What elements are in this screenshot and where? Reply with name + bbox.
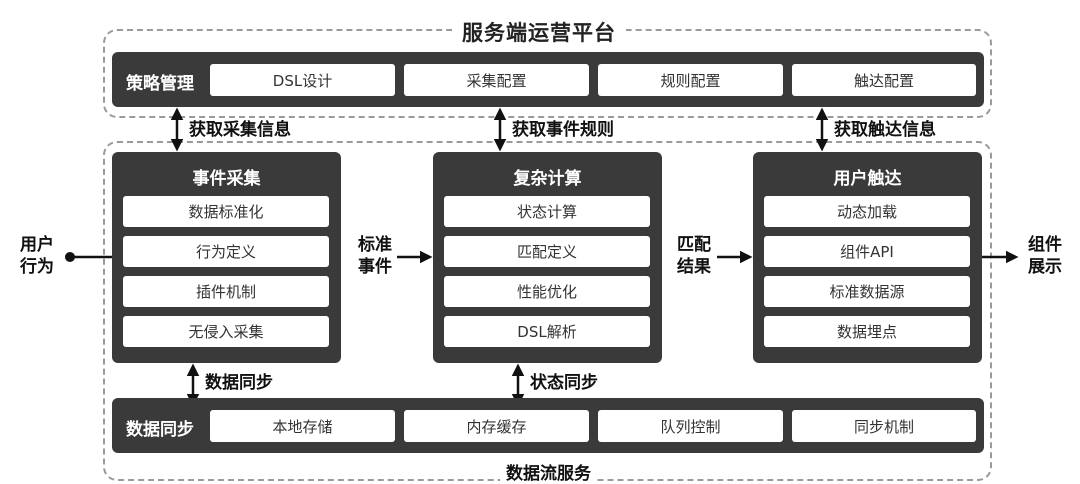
sync-item-sync-mechanism: 同步机制: [792, 410, 976, 442]
panel-item: DSL解析: [444, 316, 650, 347]
label-match-result: 匹配 结果: [677, 235, 711, 277]
panel-item: 插件机制: [123, 276, 329, 307]
panel-event-collection: 事件采集 数据标准化 行为定义 插件机制 无侵入采集: [112, 152, 341, 363]
strategy-item-reach-config: 触达配置: [792, 64, 976, 96]
strategy-item-dsl-design: DSL设计: [210, 64, 395, 96]
panel-title: 用户触达: [833, 169, 902, 189]
platform-title: 服务端运营平台: [452, 17, 626, 47]
strategy-bar: 策略管理 DSL设计 采集配置 规则配置 触达配置: [112, 52, 984, 107]
panel-item: 性能优化: [444, 276, 650, 307]
panel-item: 标准数据源: [764, 276, 970, 307]
sync-bar-label: 数据同步: [126, 420, 194, 440]
label-user-behavior: 用户 行为: [20, 235, 54, 277]
connector-lines: [65, 107, 1019, 407]
panel-item: 数据标准化: [123, 196, 329, 227]
panel-title: 复杂计算: [513, 169, 582, 189]
label-standard-event: 标准 事件: [358, 235, 392, 277]
panel-item: 行为定义: [123, 236, 329, 267]
panel-complex-computation: 复杂计算 状态计算 匹配定义 性能优化 DSL解析: [433, 152, 662, 363]
bottom-cut-label: 数据流服务: [500, 459, 597, 484]
sync-bar: 数据同步 本地存储 内存缓存 队列控制 同步机制: [112, 398, 984, 453]
strategy-bar-label: 策略管理: [126, 74, 194, 94]
strategy-item-collect-config: 采集配置: [404, 64, 589, 96]
sync-item-memory-cache: 内存缓存: [404, 410, 589, 442]
panel-item: 动态加载: [764, 196, 970, 227]
sync-item-queue-control: 队列控制: [598, 410, 783, 442]
panel-user-reach: 用户触达 动态加载 组件API 标准数据源 数据埋点: [753, 152, 982, 363]
label-component-display: 组件 展示: [1028, 235, 1062, 277]
panel-title: 事件采集: [192, 169, 261, 189]
panel-item: 数据埋点: [764, 316, 970, 347]
panel-item: 匹配定义: [444, 236, 650, 267]
panel-item: 状态计算: [444, 196, 650, 227]
label-get-collect-info: 获取采集信息: [189, 120, 291, 140]
strategy-item-rule-config: 规则配置: [598, 64, 783, 96]
label-get-reach-info: 获取触达信息: [834, 120, 936, 140]
panel-item: 组件API: [764, 236, 970, 267]
panel-item: 无侵入采集: [123, 316, 329, 347]
label-state-sync: 状态同步: [530, 373, 598, 393]
label-get-event-rules: 获取事件规则: [512, 120, 614, 140]
label-data-sync: 数据同步: [205, 373, 273, 393]
sync-item-local-storage: 本地存储: [210, 410, 395, 442]
